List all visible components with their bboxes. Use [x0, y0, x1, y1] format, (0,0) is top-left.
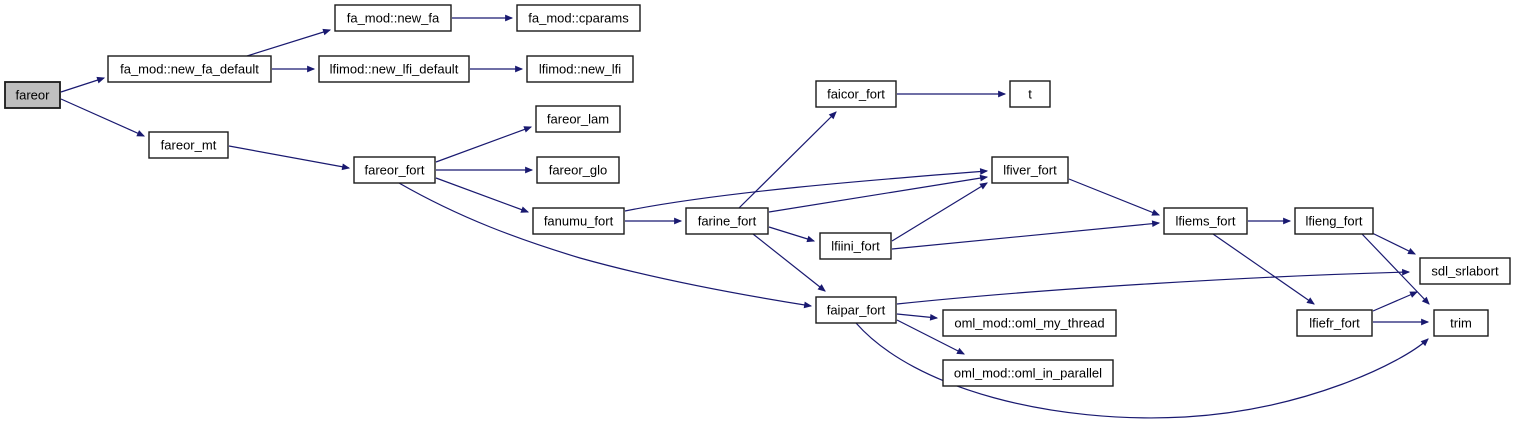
node-label: farine_fort — [698, 214, 757, 229]
edge-farine_fort-to-lfiver_fort — [768, 174, 989, 213]
node-label: trim — [1450, 316, 1472, 331]
node-label: fareor_mt — [161, 138, 217, 153]
node-box[interactable] — [942, 359, 1114, 387]
node-label: oml_mod::oml_in_parallel — [954, 366, 1102, 381]
node-box — [4, 81, 61, 109]
node-lfiver_fort[interactable]: lfiver_fort — [991, 156, 1069, 184]
node-label: fareor_lam — [547, 112, 609, 127]
nodes-layer: fareor fa_mod::new_fa fa_mod::cparamsfa_mo… — [4, 4, 1511, 387]
node-label: lfiver_fort — [1003, 163, 1057, 178]
edge-lfiems_fort-to-lfiefr_fort — [1212, 233, 1315, 305]
node-box[interactable] — [685, 207, 769, 235]
node-lfiems_fort[interactable]: lfiems_fort — [1163, 207, 1248, 235]
node-oml_mod-oml_my_thread[interactable]: oml_mod::oml_my_thread — [942, 309, 1117, 337]
node-label: lfimod::new_lfi_default — [330, 62, 459, 77]
node-box[interactable] — [1433, 309, 1489, 337]
edge-fareor_fort-to-fareor_lam — [435, 126, 533, 163]
node-label: lfiini_fort — [831, 239, 880, 254]
node-farine_fort[interactable]: farine_fort — [685, 207, 769, 235]
node-box[interactable] — [107, 55, 272, 83]
node-box[interactable] — [353, 156, 436, 184]
node-box[interactable] — [1419, 257, 1511, 285]
edge-fanumu_fort-to-lfiver_fort — [624, 168, 989, 212]
edges-layer — [60, 14, 1430, 419]
node-fa_mod-cparams[interactable]: fa_mod::cparams — [516, 4, 641, 32]
edge-farine_fort-to-faicor_fort — [738, 111, 837, 209]
node-box[interactable] — [318, 55, 470, 83]
node-label: fa_mod::new_fa — [347, 11, 440, 26]
node-box[interactable] — [942, 309, 1117, 337]
node-lfimod-new_lfi[interactable]: lfimod::new_lfi — [526, 55, 634, 83]
node-box[interactable] — [536, 156, 620, 184]
node-box[interactable] — [1009, 80, 1051, 108]
edge-fareor-to-fa_mod-new_fa_default — [60, 76, 106, 93]
node-label: oml_mod::oml_my_thread — [954, 316, 1104, 331]
edge-lfiini_fort-to-lfiems_fort — [891, 220, 1161, 250]
edge-lfieng_fort-to-sdl_srlabort — [1369, 231, 1417, 255]
node-label: fa_mod::cparams — [528, 11, 629, 26]
node-lfimod-new_lfi_default[interactable]: lfimod::new_lfi_default — [318, 55, 470, 83]
node-fareor_fort[interactable]: fareor_fort — [353, 156, 436, 184]
node-box[interactable] — [516, 4, 641, 32]
node-box[interactable] — [334, 4, 452, 32]
node-label: fa_mod::new_fa_default — [120, 62, 259, 77]
node-faipar_fort[interactable]: faipar_fort — [815, 296, 897, 324]
node-box[interactable] — [148, 131, 229, 159]
node-lfiini_fort[interactable]: lfiini_fort — [819, 232, 892, 260]
node-fareor_lam[interactable]: fareor_lam — [535, 105, 621, 133]
node-box[interactable] — [535, 105, 621, 133]
node-fareor: fareor — [4, 81, 61, 109]
node-sdl_srlabort[interactable]: sdl_srlabort — [1419, 257, 1511, 285]
node-label: t — [1028, 87, 1032, 102]
node-box[interactable] — [1294, 207, 1374, 235]
edge-lfiver_fort-to-lfiems_fort — [1068, 178, 1161, 216]
node-label: fareor_fort — [365, 163, 425, 178]
edge-fareor_mt-to-fareor_fort — [228, 145, 351, 171]
edge-faipar_fort-to-sdl_srlabort — [896, 268, 1411, 305]
node-box[interactable] — [1296, 309, 1373, 337]
edge-faipar_fort-to-trim — [855, 322, 1429, 419]
edge-fareor_fort-to-fanumu_fort — [435, 177, 530, 213]
node-label: faicor_fort — [827, 87, 885, 102]
edge-fareor_fort-to-faipar_fort — [398, 182, 813, 309]
node-fareor_mt[interactable]: fareor_mt — [148, 131, 229, 159]
edge-lfiefr_fort-to-sdl_srlabort — [1372, 291, 1419, 312]
node-fanumu_fort[interactable]: fanumu_fort — [532, 207, 625, 235]
node-label: fareor_glo — [549, 163, 608, 178]
node-box[interactable] — [1163, 207, 1248, 235]
edge-faipar_fort-to-oml_mod-oml_in_parallel — [896, 319, 965, 355]
node-box[interactable] — [991, 156, 1069, 184]
edge-fa_mod-new_fa_default-to-fa_mod-new_fa — [246, 28, 332, 57]
node-trim[interactable]: trim — [1433, 309, 1489, 337]
node-lfiefr_fort[interactable]: lfiefr_fort — [1296, 309, 1373, 337]
node-fa_mod-new_fa[interactable]: fa_mod::new_fa — [334, 4, 452, 32]
node-box[interactable] — [819, 232, 892, 260]
edge-farine_fort-to-lfiini_fort — [768, 226, 816, 243]
node-fa_mod-new_fa_default[interactable]: fa_mod::new_fa_default — [107, 55, 272, 83]
node-faicor_fort[interactable]: faicor_fort — [815, 80, 897, 108]
node-label: lfieng_fort — [1305, 214, 1362, 229]
node-box[interactable] — [526, 55, 634, 83]
node-label: fareor — [16, 88, 51, 103]
node-box[interactable] — [815, 296, 897, 324]
node-label: faipar_fort — [827, 303, 886, 318]
node-label: lfiems_fort — [1176, 214, 1236, 229]
node-box[interactable] — [815, 80, 897, 108]
edge-faipar_fort-to-oml_mod-oml_my_thread — [896, 313, 939, 321]
edge-farine_fort-to-faipar_fort — [752, 233, 826, 292]
node-label: fanumu_fort — [544, 214, 614, 229]
node-label: sdl_srlabort — [1431, 264, 1499, 279]
node-lfieng_fort[interactable]: lfieng_fort — [1294, 207, 1374, 235]
edge-fareor-to-fareor_mt — [60, 98, 146, 137]
node-t[interactable]: t — [1009, 80, 1051, 108]
node-label: lfiefr_fort — [1309, 316, 1360, 331]
node-box[interactable] — [532, 207, 625, 235]
node-label: lfimod::new_lfi — [539, 62, 621, 77]
node-oml_mod-oml_in_parallel[interactable]: oml_mod::oml_in_parallel — [942, 359, 1114, 387]
node-fareor_glo[interactable]: fareor_glo — [536, 156, 620, 184]
edge-lfiini_fort-to-lfiver_fort — [891, 182, 988, 242]
